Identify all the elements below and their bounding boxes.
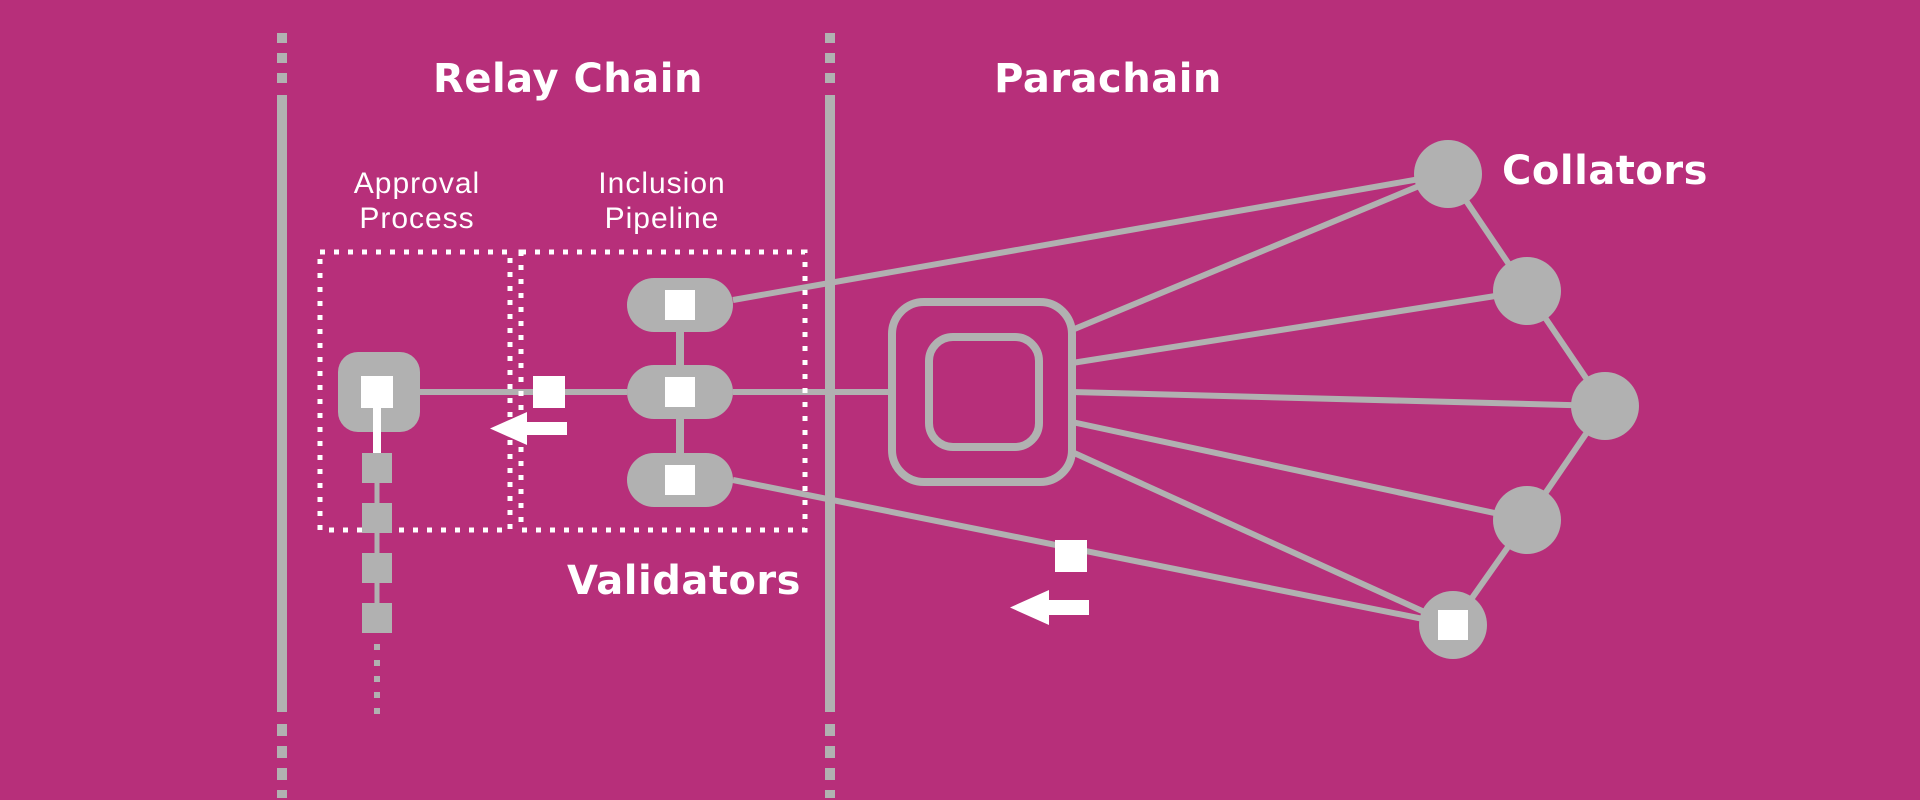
validator-pills [627,278,733,507]
pill-candidate-square-3 [665,465,695,495]
line-node-to-collator4 [1071,419,1528,523]
divider-dash [277,724,287,736]
pill-candidate-square-2 [665,377,695,407]
relay-chain-divider-line [277,33,287,798]
inclusion-pipeline-line1: Inclusion [598,167,726,200]
divider-solid [825,95,835,712]
divider-dash [825,724,835,736]
inclusion-pipeline-box [518,249,808,533]
parachain-title: Parachain [994,56,1222,102]
divider-dash [277,73,287,83]
left-arrow-icon [1010,590,1089,625]
relay-chain-title: Relay Chain [433,56,703,102]
relay-message-square [533,376,565,408]
collators-label: Collators [1502,148,1708,194]
pill-candidate-square-1 [665,290,695,320]
collator-node-3 [1571,372,1639,440]
parachain-node-inner [925,333,1043,451]
approval-process-box [317,249,513,533]
chain-block [362,453,392,483]
collator-nodes [1414,140,1639,659]
relay-chain-block [338,352,420,718]
collator-node-1 [1414,140,1482,208]
divider-dash [825,768,835,780]
divider-dash [825,746,835,758]
parachain-node [888,298,1076,486]
inclusion-pipeline-line2: Pipeline [604,202,720,235]
collator-node-2 [1493,257,1561,325]
collator-node-4 [1493,486,1561,554]
approval-process-line1: Approval [353,167,481,200]
line-node-to-collator2 [1071,288,1528,366]
validators-label: Validators [567,558,801,604]
parachain-node-outer [888,298,1076,486]
left-arrow-icon [490,412,567,445]
divider-dash [277,53,287,63]
approval-process-line2: Process [359,202,475,235]
finalized-block-chain [362,453,392,718]
line-pill3-to-collator5 [732,477,1454,628]
divider-solid [277,95,287,712]
relay-block-inner-square [361,376,393,408]
line-node-to-collator5 [1070,449,1455,628]
line-node-to-collator1 [1070,171,1450,333]
divider-dash [825,33,835,43]
line-node-to-collator3 [1071,389,1606,409]
divider-dash [277,33,287,43]
approval-process-label: Approval Process [354,166,480,236]
divider-dash [825,73,835,83]
divider-dash [825,53,835,63]
pov-message-square [1055,540,1087,572]
inclusion-pipeline-label: Inclusion Pipeline [598,166,725,236]
chain-block [362,603,392,633]
collator-block-square [1438,610,1468,640]
chain-block [362,503,392,533]
chain-block [362,553,392,583]
divider-dash [277,768,287,780]
divider-dash [277,746,287,758]
line-pill1-to-collator1 [732,171,1449,303]
divider-dash [825,790,835,798]
parachain-divider-line [825,33,835,798]
divider-dash [277,790,287,798]
